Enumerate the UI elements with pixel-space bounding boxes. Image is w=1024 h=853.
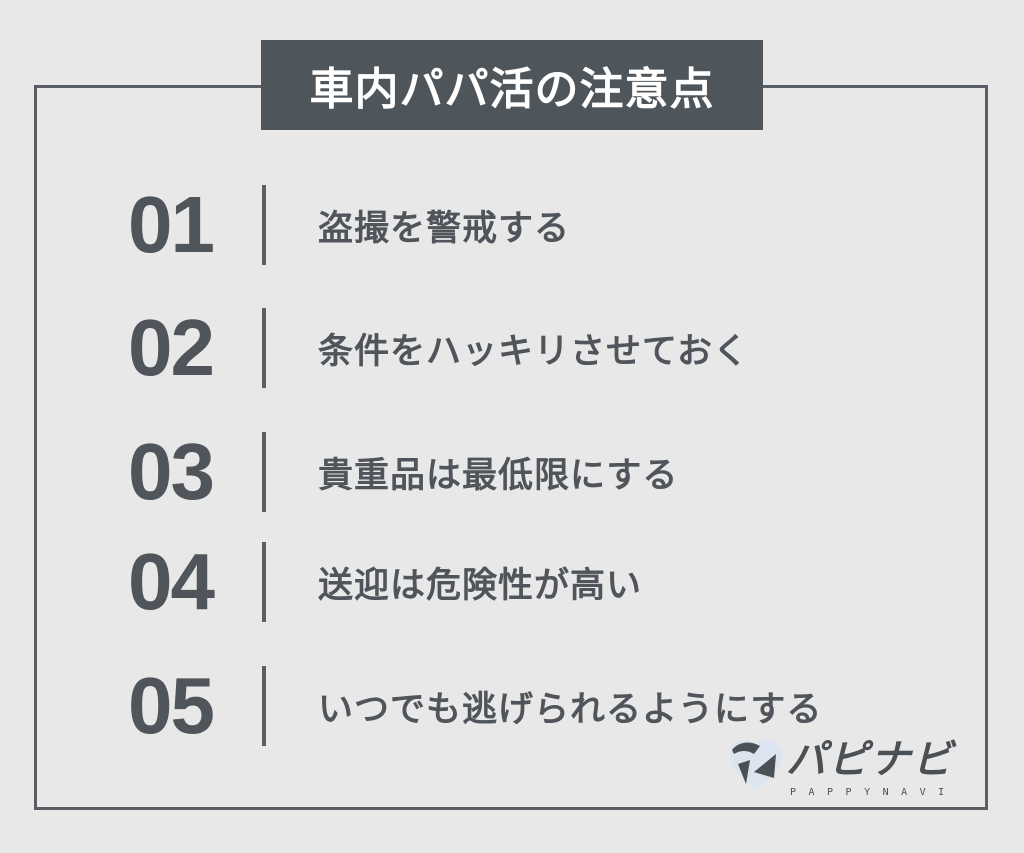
item-number: 03 bbox=[128, 427, 215, 516]
item-number: 01 bbox=[128, 180, 215, 269]
brand-logo: パピナビ PAPPYNAVI bbox=[728, 738, 978, 802]
heart-logo-icon bbox=[730, 740, 782, 790]
title-banner: 車内パパ活の注意点 bbox=[261, 40, 763, 130]
list-item: 05 いつでも逃げられるようにする bbox=[0, 666, 1024, 746]
item-text: 送迎は危険性が高い bbox=[318, 565, 643, 606]
item-text: いつでも逃げられるようにする bbox=[318, 689, 823, 730]
list-item: 03 貴重品は最低限にする bbox=[0, 432, 1024, 512]
page-title: 車内パパ活の注意点 bbox=[309, 64, 715, 115]
item-text: 条件をハッキリさせておく bbox=[318, 331, 749, 372]
item-number: 05 bbox=[128, 661, 215, 750]
list-item: 04 送迎は危険性が高い bbox=[0, 542, 1024, 622]
logo-subtitle: PAPPYNAVI bbox=[790, 787, 957, 798]
divider bbox=[262, 432, 266, 512]
divider bbox=[262, 308, 266, 388]
item-text: 貴重品は最低限にする bbox=[318, 455, 679, 496]
list-item: 01 盗撮を警戒する bbox=[0, 185, 1024, 265]
item-text: 盗撮を警戒する bbox=[318, 208, 571, 249]
divider bbox=[262, 185, 266, 265]
item-number: 02 bbox=[128, 303, 215, 392]
divider bbox=[262, 542, 266, 622]
item-number: 04 bbox=[128, 537, 215, 626]
divider bbox=[262, 666, 266, 746]
logo-name: パピナビ bbox=[786, 737, 954, 783]
list-item: 02 条件をハッキリさせておく bbox=[0, 308, 1024, 388]
